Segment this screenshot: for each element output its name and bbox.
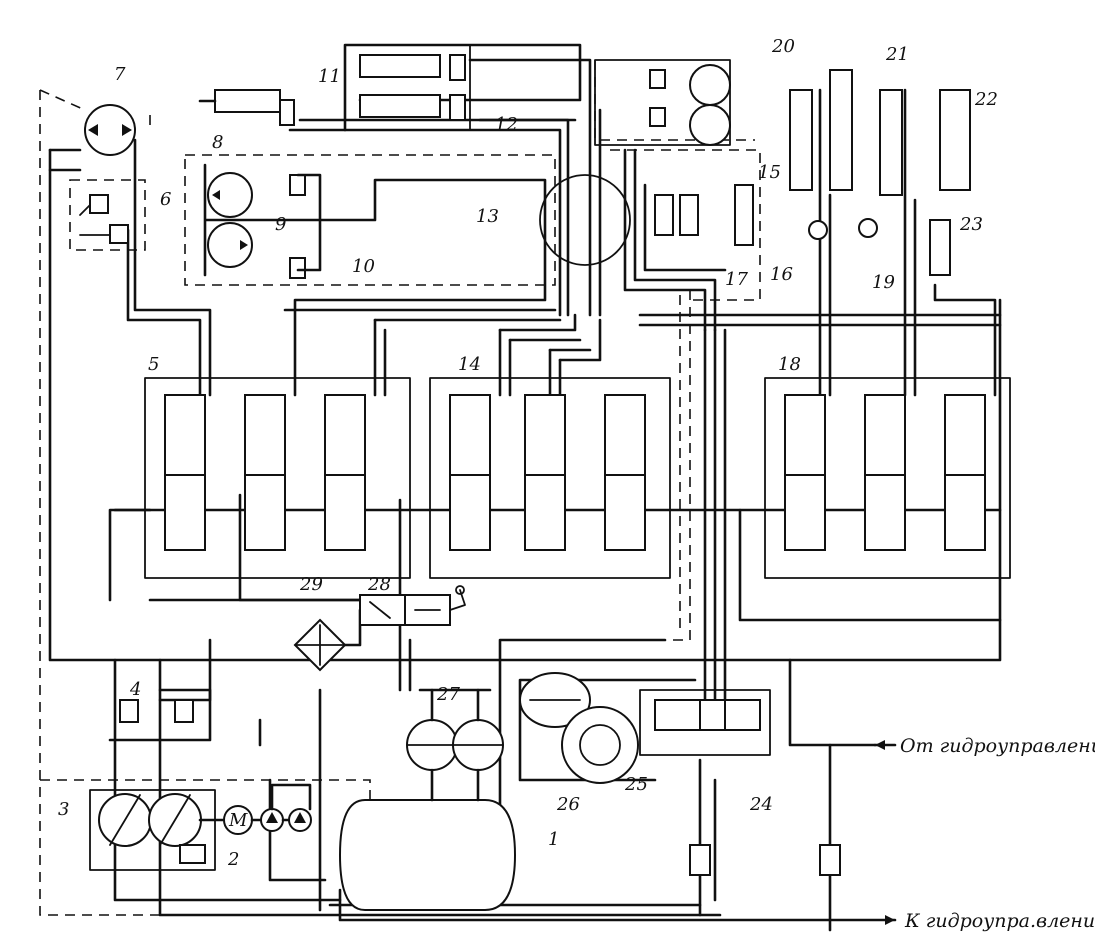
label-29: 29 (299, 574, 323, 595)
label-16: 16 (770, 264, 793, 285)
component-labels: 1 2 3 4 5 6 7 8 9 10 11 12 13 14 15 16 1… (58, 36, 998, 870)
label-11: 11 (318, 66, 341, 87)
filter-27 (406, 688, 504, 802)
valve-bank-5 (144, 377, 411, 579)
label-23: 23 (959, 214, 983, 235)
cluster-13 (539, 174, 631, 266)
check-valve-icon (689, 844, 841, 876)
motor-icon: M (223, 805, 253, 835)
pump-group-3 (89, 789, 227, 871)
cylinder-20-21-22 (789, 69, 971, 276)
label-24: 24 (749, 794, 773, 815)
label-25: 25 (624, 774, 648, 795)
label-20: 20 (771, 36, 795, 57)
label-17: 17 (725, 269, 748, 290)
label-27: 27 (436, 684, 460, 705)
cylinder-icon (198, 89, 295, 126)
label-15: 15 (758, 162, 781, 183)
label-5: 5 (148, 354, 159, 375)
label-9: 9 (275, 214, 286, 235)
label-4: 4 (129, 679, 141, 700)
label-7: 7 (114, 64, 126, 85)
label-14: 14 (458, 354, 481, 375)
label-1: 1 (548, 829, 559, 850)
filter-icon (293, 608, 362, 672)
label-28: 28 (367, 574, 391, 595)
relief-valve-4 (108, 688, 212, 742)
svg-text:M: M (228, 810, 248, 831)
cylinder-11 (344, 44, 471, 131)
valve-25 (639, 689, 771, 756)
valve-bank-18 (764, 377, 1011, 579)
cylinder-17 (654, 184, 754, 246)
label-2: 2 (227, 849, 239, 870)
label-18: 18 (778, 354, 801, 375)
flow-arrows (873, 740, 897, 925)
caption-from-control: От гидроуправления (900, 735, 1095, 757)
valve-bank-14 (429, 377, 671, 579)
tank-icon (338, 799, 517, 911)
label-12: 12 (495, 114, 518, 135)
label-19: 19 (872, 272, 895, 293)
pump-group-2 (250, 783, 312, 832)
pilot-lines (39, 60, 761, 916)
steering-wheel-icon (519, 672, 639, 784)
label-10: 10 (352, 256, 375, 277)
label-13: 13 (476, 206, 499, 227)
label-6: 6 (160, 189, 171, 210)
caption-to-control: К гидроупра.влению (904, 910, 1095, 932)
valve-block-6 (69, 179, 146, 251)
motor-9 (203, 163, 322, 279)
label-21: 21 (885, 44, 909, 65)
label-26: 26 (556, 794, 580, 815)
label-3: 3 (58, 799, 69, 820)
label-22: 22 (974, 89, 998, 110)
valve-28 (359, 585, 466, 626)
motor-15 (594, 59, 731, 146)
motor-7 (84, 104, 136, 156)
label-8: 8 (212, 132, 223, 153)
